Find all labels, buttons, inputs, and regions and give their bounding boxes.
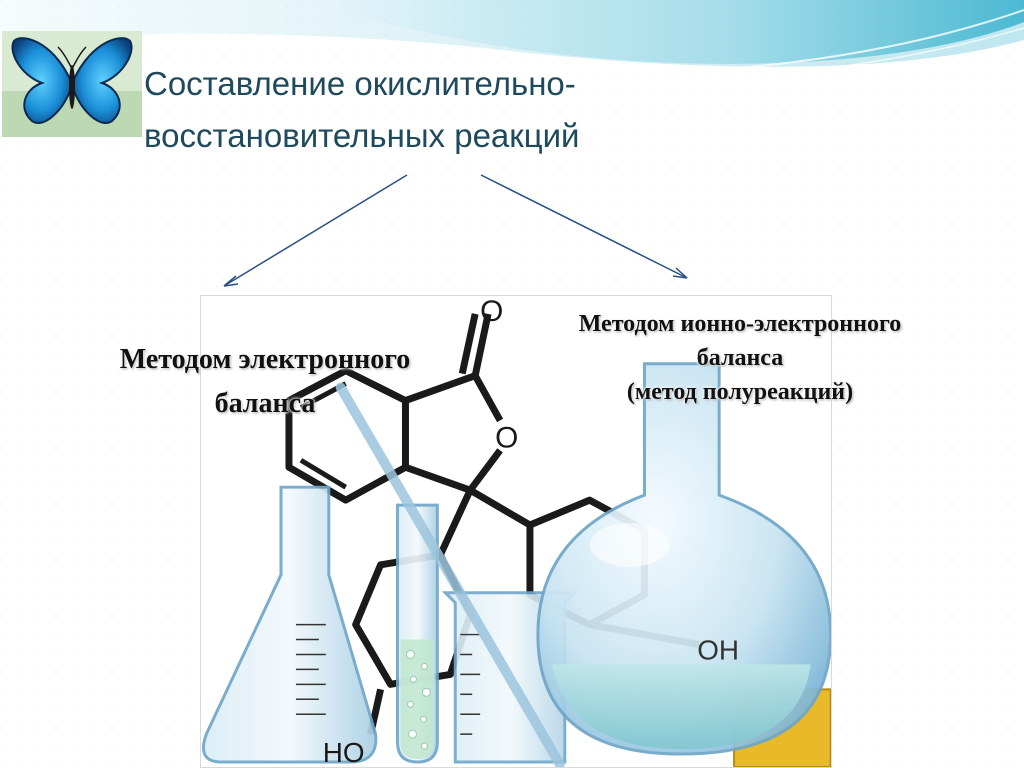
title-line-1: Составление окислительно- [144,65,576,102]
erlenmeyer-flask [202,485,378,764]
header-wave-decoration [0,0,1024,81]
glass-rod [335,382,565,767]
test-tube [396,503,439,764]
title-line-2: восстановительных реакций [144,117,580,154]
right-method-line-3: (метод полуреакций) [626,379,854,405]
round-bottom-flask [536,362,831,767]
left-method-line-1: Методом электронного [119,344,411,375]
ring-o-label: O [495,421,518,454]
hydroxyl-left-label: HO [323,737,365,767]
butterfly-icon [2,31,142,137]
ketone-o-label: O [480,296,503,328]
left-method-line-2: баланса [214,388,316,419]
slide-title: Составление окислительно- восстановитель… [144,58,784,162]
lab-glassware-illustration: O O [200,295,832,768]
right-method-line-2: баланса [696,345,784,371]
hydroxyl-right-label: OH [697,634,739,665]
right-method-line-1: Методом ионно-электронного [578,311,902,337]
glassware-drawing: O O [202,296,831,767]
electron-balance-method-label: Методом электронного баланса [40,338,490,426]
ion-electron-method-label: Методом ионно-электронного баланса (мето… [500,307,980,409]
